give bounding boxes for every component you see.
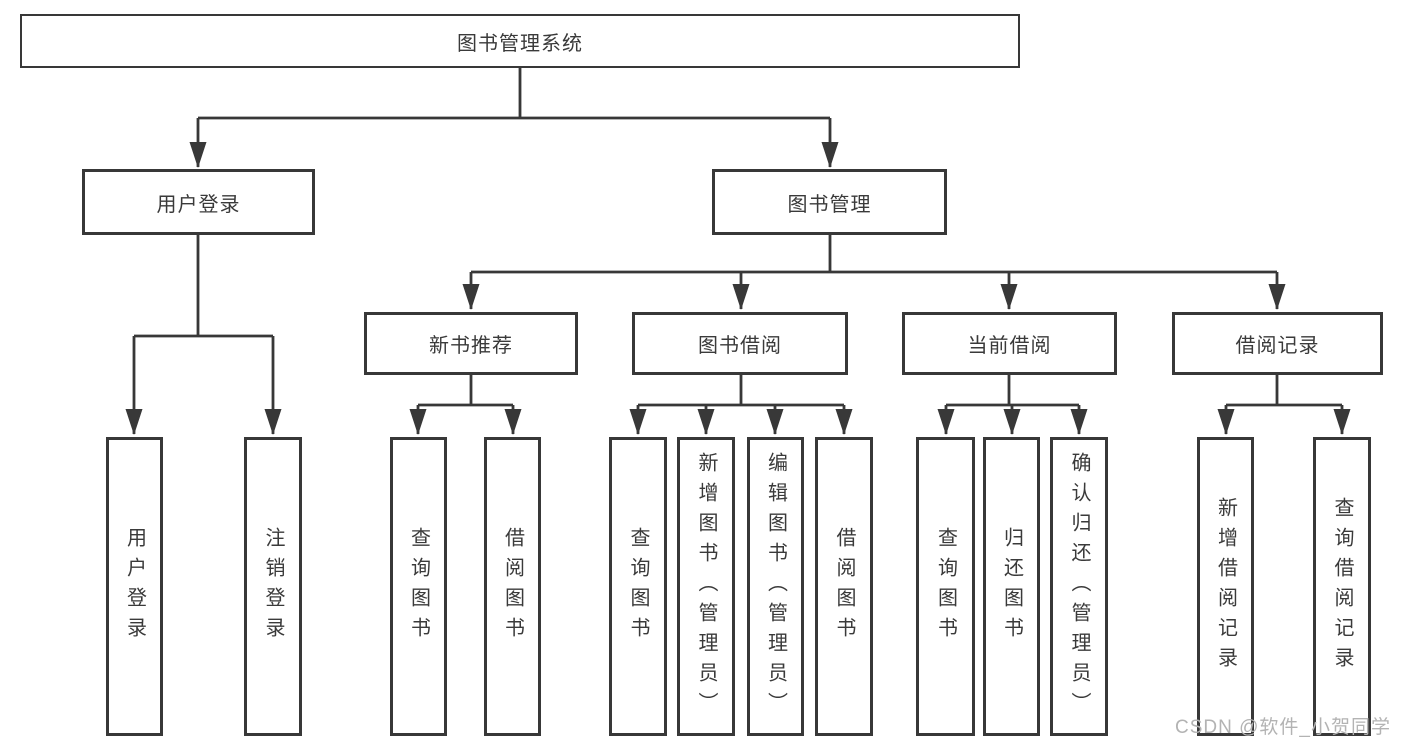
leaf-label: 查询借阅记录 [1331, 496, 1353, 677]
leaf-label: 确认归还（管理员） [1068, 451, 1090, 722]
node-label: 图书管理系统 [457, 32, 583, 55]
leaf-label: 归还图书 [1000, 526, 1023, 647]
leaf-label: 新增借阅记录 [1214, 496, 1237, 677]
leaf-borrow-books-2: 借阅图书 [815, 437, 873, 736]
node-book-management: 图书管理 [712, 169, 947, 235]
node-borrow-records: 借阅记录 [1172, 312, 1383, 375]
leaf-label: 查询图书 [627, 526, 649, 647]
leaf-label: 新增图书（管理员） [695, 451, 717, 722]
node-label: 图书借阅 [698, 335, 782, 357]
leaf-add-books-admin: 新增图书（管理员） [677, 437, 735, 736]
node-label: 当前借阅 [967, 335, 1052, 357]
node-label: 图书管理 [787, 193, 872, 216]
leaf-label: 注销登录 [262, 526, 284, 647]
leaf-query-books-3: 查询图书 [916, 437, 975, 736]
node-book-borrowing: 图书借阅 [632, 312, 848, 375]
leaf-label: 借阅图书 [501, 526, 524, 647]
leaf-edit-books-admin: 编辑图书（管理员） [747, 437, 804, 736]
node-label: 借阅记录 [1235, 335, 1320, 357]
node-label: 用户登录 [156, 193, 241, 216]
node-current-borrowing: 当前借阅 [902, 312, 1117, 375]
leaf-label: 编辑图书（管理员） [764, 451, 787, 722]
leaf-borrow-books-1: 借阅图书 [484, 437, 541, 736]
watermark: CSDN @软件_小贺同学 [1175, 717, 1391, 738]
leaf-label: 借阅图书 [833, 526, 855, 647]
node-label: 新书推荐 [429, 335, 513, 357]
node-user-login: 用户登录 [82, 169, 315, 235]
node-library-system: 图书管理系统 [20, 14, 1020, 68]
leaf-add-borrow-record: 新增借阅记录 [1197, 437, 1254, 736]
leaf-label: 用户登录 [123, 526, 146, 647]
connector-arrows [125, 118, 1351, 435]
leaf-query-books-1: 查询图书 [390, 437, 447, 736]
leaf-confirm-return-admin: 确认归还（管理员） [1050, 437, 1108, 736]
leaf-label: 查询图书 [934, 526, 957, 647]
leaf-query-borrow-record: 查询借阅记录 [1313, 437, 1371, 736]
leaf-return-books: 归还图书 [983, 437, 1040, 736]
leaf-logout: 注销登录 [244, 437, 302, 736]
leaf-user-login: 用户登录 [106, 437, 163, 736]
node-new-book-recommend: 新书推荐 [364, 312, 578, 375]
leaf-label: 查询图书 [407, 526, 430, 647]
leaf-query-books-2: 查询图书 [609, 437, 667, 736]
